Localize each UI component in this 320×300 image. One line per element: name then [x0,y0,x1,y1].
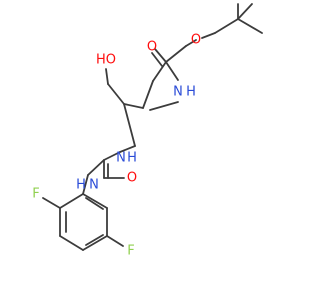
bond [165,61,179,81]
bond [85,234,104,246]
bond [103,151,121,161]
bond [82,174,89,195]
bond [142,80,154,109]
bond [82,193,108,209]
bond [237,18,263,34]
bond [154,48,167,63]
bond [105,68,109,85]
atom-n-urea-1: N [116,151,126,166]
bond [42,197,61,209]
bond [149,101,179,111]
bond [151,52,163,67]
atom-o-carbonyl: O [147,40,157,55]
bond [82,235,108,251]
bond [165,45,187,63]
atom-o-urea: O [127,171,137,186]
aromatic-ring [59,193,108,251]
atom-f-meta: F [127,244,134,259]
atom-f-ortho: F [32,187,39,202]
bond [185,39,197,47]
atom-h-urea-2: H [76,178,86,193]
bond [201,32,216,39]
bond [59,193,84,209]
atom-h-urea-1: H [127,151,137,166]
atom-h-carbamate: H [186,85,196,100]
tert-butyl-group [214,3,263,34]
atom-n-carbamate: N [173,85,183,100]
molecule-structure: O O N H HO N H N H O F F [32,3,263,259]
atom-n-urea-2: N [89,178,99,193]
bond [107,83,125,105]
bond [123,103,136,147]
atom-ho: HO [96,53,116,68]
bond [85,197,104,210]
atom-o-ester: O [191,33,201,48]
bond [106,235,124,247]
bond [119,145,136,153]
bond [152,61,167,82]
bond [214,18,239,34]
bond [87,159,105,176]
bond [123,103,144,109]
bond [59,235,84,251]
bond [237,3,253,20]
